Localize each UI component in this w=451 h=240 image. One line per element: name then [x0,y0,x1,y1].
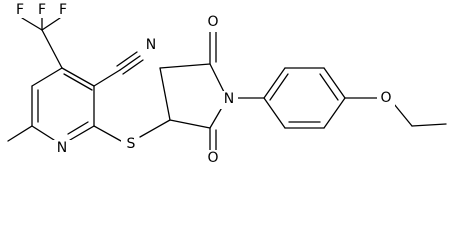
bond-ph-3 [323,67,346,99]
atom-f-2: F [38,2,46,18]
bond-pyr-c2-c3 [169,119,211,129]
bond-nitrile-triple-2 [116,51,138,67]
bond-py-c2-n-double [67,121,89,135]
bond-nitrile-ring [93,69,121,87]
atom-s-thioether: S [127,136,136,152]
bond-nitrile-triple-3 [122,59,144,75]
atom-o-carbonyl-bottom: O [207,150,218,166]
bond-cf3-f1 [21,17,43,31]
bond-ph-3-double [319,73,339,101]
bond-pyr-c5-n [209,63,225,93]
chemical-structure-diagram: F F F N N S N O O O [7,2,447,168]
bond-pyr-c3-c4 [159,67,171,121]
bond-cf3-f3 [41,17,61,31]
bond-methyl [7,125,33,142]
bond-py-c2-n [69,125,95,141]
bond-py-s [93,125,122,142]
atom-f-3: F [59,2,67,18]
bond-cf3-ring [41,29,63,69]
bond-nitrile-triple-1 [119,55,141,71]
atom-n-imide: N [224,91,234,107]
atom-o-ether: O [380,90,391,106]
bond-ph-1 [263,67,286,99]
atom-f-1: F [16,2,24,18]
bond-py-c4-c3 [61,67,95,87]
atom-n-nitrile: N [146,37,156,53]
bond-ph-4 [323,97,346,129]
atom-labels: F F F N N S N O O O [10,2,395,168]
atom-n-pyridine: N [57,140,67,156]
bond-ph-1-double [269,73,289,101]
bonds [7,13,447,151]
bond-py-c4-c3-double [63,73,93,91]
bond-ph-6 [263,97,286,129]
bond-ch2-ch3 [411,123,447,127]
bond-o-ch2 [393,103,413,127]
atom-o-carbonyl-top: O [207,14,218,30]
bond-s-pyrrolidine [139,119,171,138]
bond-pyr-c4-c5 [159,63,211,69]
bond-py-n-c6 [31,125,55,141]
bond-py-c5-c4 [31,67,63,87]
